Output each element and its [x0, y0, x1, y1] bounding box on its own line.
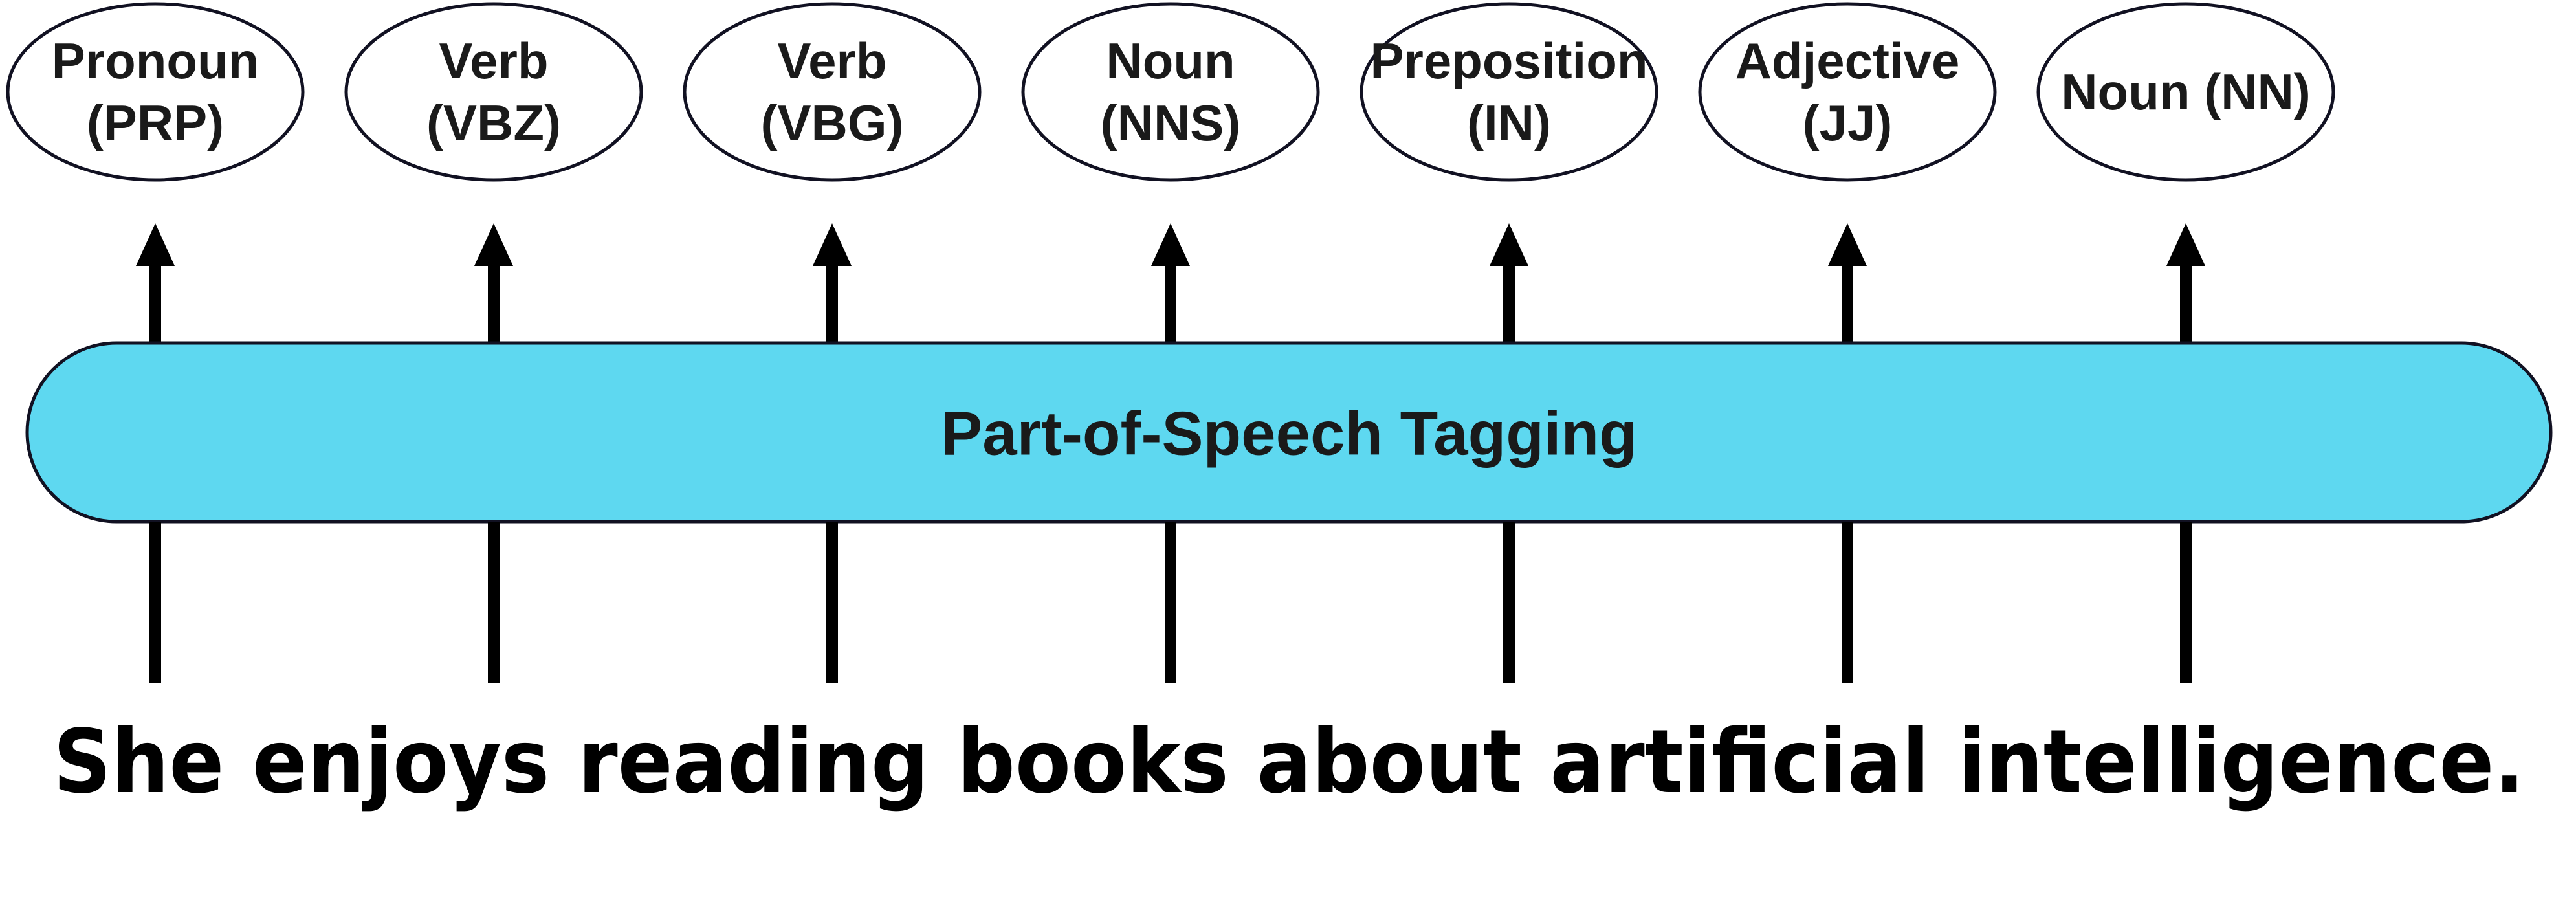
- pos-tag-label: Noun: [1106, 32, 1235, 89]
- pos-tag-label: (IN): [1467, 94, 1551, 151]
- up-arrow-shaft: [149, 263, 161, 345]
- pos-tag-ellipse: [1021, 2, 1320, 182]
- up-arrow-head-icon: [1828, 223, 1867, 266]
- pos-tag-ellipse: [1698, 2, 1997, 182]
- pos-tag-label: Adjective: [1735, 32, 1960, 89]
- pos-tag-label: Noun (NN): [2061, 63, 2311, 120]
- word-stem-line: [149, 522, 161, 683]
- pos-tag-label: Verb: [777, 32, 886, 89]
- up-arrow-head-icon: [1490, 223, 1528, 266]
- input-sentence: She enjoys reading books about artificia…: [53, 711, 2525, 813]
- up-arrow-head-icon: [813, 223, 852, 266]
- up-arrow-head-icon: [1151, 223, 1190, 266]
- pos-tag-ellipse: [683, 2, 982, 182]
- up-arrow-shaft: [488, 263, 500, 345]
- word-stem-line: [1165, 522, 1176, 683]
- up-arrow-shaft: [1165, 263, 1176, 345]
- pos-tag-label: Preposition: [1370, 32, 1647, 89]
- pos-tag-label: (PRP): [87, 94, 224, 151]
- pos-tagging-bar-label: Part-of-Speech Tagging: [941, 399, 1637, 469]
- word-stem-line: [1842, 522, 1853, 683]
- up-arrow-head-icon: [136, 223, 175, 266]
- word-stem-line: [826, 522, 838, 683]
- up-arrow-shaft: [1503, 263, 1515, 345]
- word-stem-line: [2180, 522, 2192, 683]
- pos-tag-ellipse: [2036, 2, 2335, 182]
- pos-tagging-bar: [25, 341, 2553, 524]
- pos-tag-ellipse: [6, 2, 305, 182]
- word-stem-line: [488, 522, 500, 683]
- pos-tag-label: (JJ): [1803, 94, 1893, 151]
- tag-arrows: [136, 223, 2205, 345]
- up-arrow-head-icon: [2166, 223, 2205, 266]
- pos-tag-ellipse: [1360, 2, 1658, 182]
- pos-tag-label: Verb: [439, 32, 548, 89]
- pos-tag-label: (VBG): [761, 94, 904, 151]
- pos-tag-label: (NNS): [1101, 94, 1241, 151]
- word-stem-line: [1503, 522, 1515, 683]
- up-arrow-head-icon: [474, 223, 513, 266]
- pos-tag-ellipse: [344, 2, 643, 182]
- up-arrow-shaft: [826, 263, 838, 345]
- up-arrow-shaft: [2180, 263, 2192, 345]
- pos-tag-label: Pronoun: [52, 32, 259, 89]
- pos-tag-label: (VBZ): [426, 94, 561, 151]
- word-stems: [149, 522, 2192, 683]
- up-arrow-shaft: [1842, 263, 1853, 345]
- pos-tag-ellipses: Pronoun(PRP)Verb(VBZ)Verb(VBG)Noun(NNS)P…: [6, 2, 2335, 182]
